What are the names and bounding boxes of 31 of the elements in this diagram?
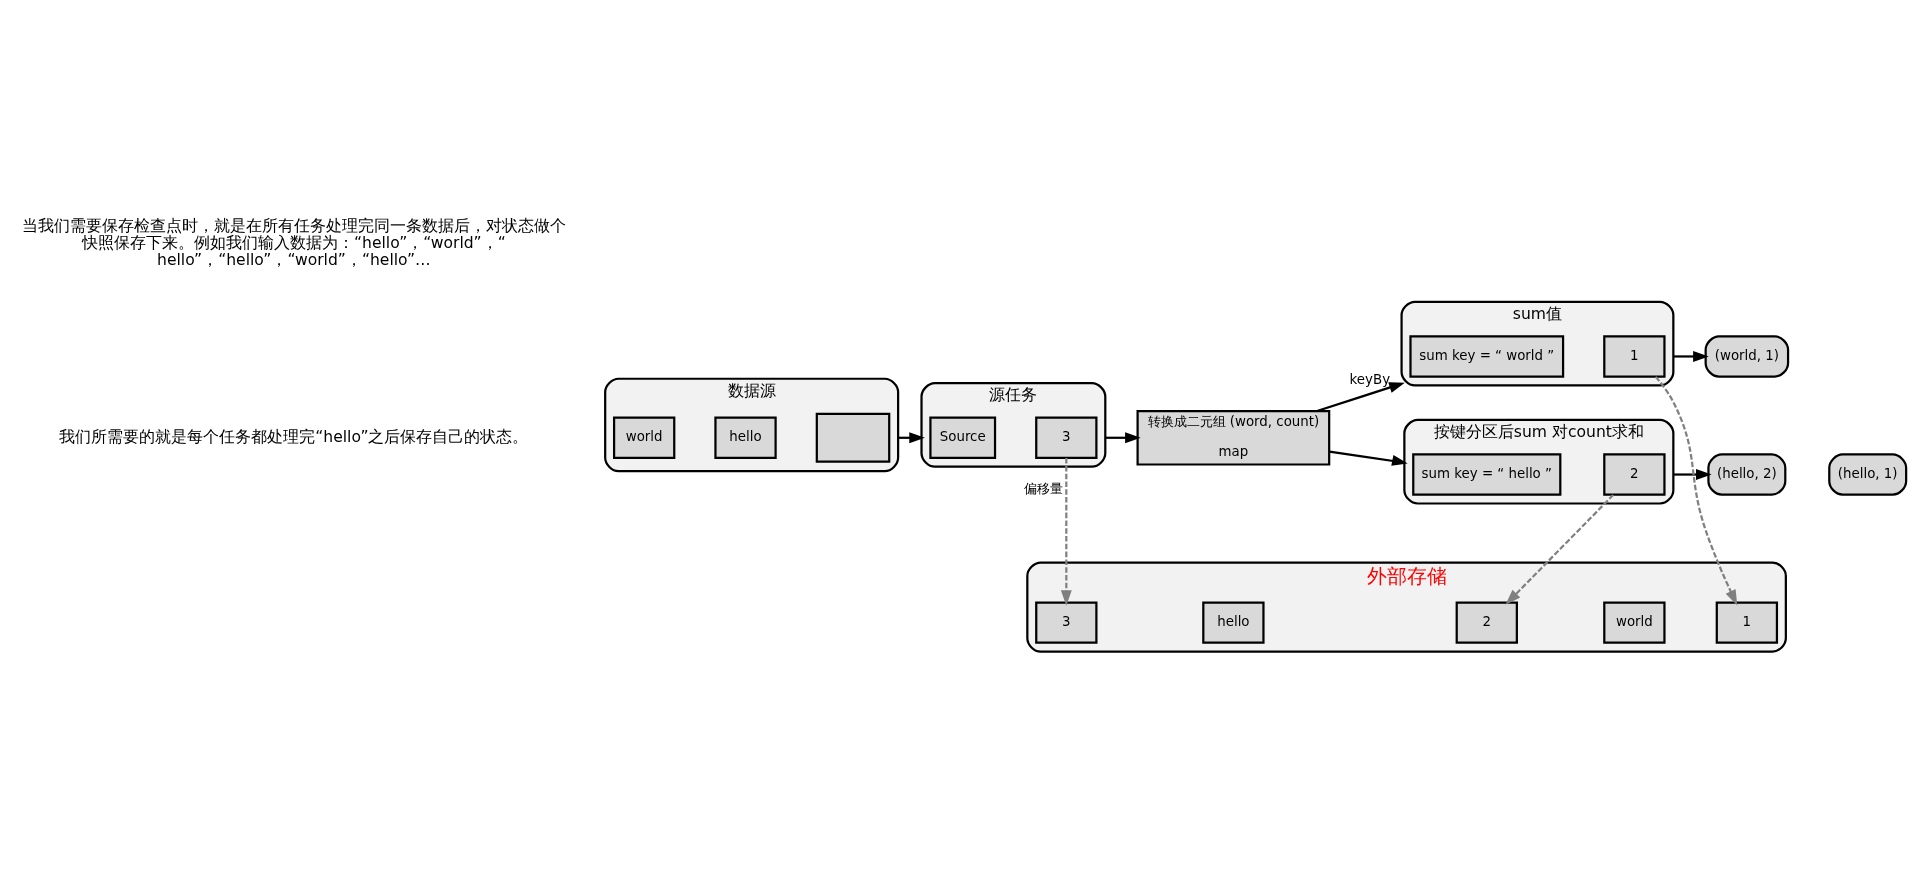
node-box: hello <box>713 416 777 459</box>
node-box: world <box>1602 601 1666 644</box>
node-box: (hello, 2) <box>1706 453 1786 496</box>
arrow <box>1328 450 1408 466</box>
arrow <box>897 432 925 444</box>
node-box: 3 <box>1034 416 1097 459</box>
node-box: 2 <box>1602 453 1666 496</box>
node-box: sum key = “ hello ” <box>1411 453 1561 496</box>
arrow <box>1504 494 1614 605</box>
node-box: sum key = “ world ” <box>1408 335 1564 378</box>
node-box: (world, 1) <box>1704 335 1789 378</box>
node-box: world <box>612 416 675 459</box>
arrow <box>1672 351 1709 362</box>
arrow <box>1104 432 1141 444</box>
node-box: 3 <box>1034 601 1097 644</box>
node-box: hello <box>1201 601 1265 644</box>
node-box: (hello, 1) <box>1827 453 1907 496</box>
label: 我们所需要的就是每个任务都处理完“hello”之后保存自己的状态。 <box>58 427 528 446</box>
arrow <box>1316 382 1405 413</box>
node-box: 转换成二元组 (word, count) map <box>1136 409 1330 466</box>
label: 当我们需要保存检查点时，就是在所有任务处理完同一条数据后，对状态做个快照保存下来。例如我们输入数据为：“hello”，“world”，“hello”，“hello”，“world”，“hello”… <box>21 217 566 269</box>
arrow <box>1654 376 1737 606</box>
arrow <box>1672 469 1712 480</box>
node-box: 1 <box>1715 601 1778 644</box>
arrow <box>1060 458 1072 606</box>
node-box <box>815 412 890 463</box>
node-box: 1 <box>1602 335 1666 378</box>
edge-label: 偏移量 <box>1023 481 1063 497</box>
edge-label: keyBy <box>1349 371 1390 387</box>
node-box: 2 <box>1455 601 1518 644</box>
node-box: Source <box>928 416 996 459</box>
